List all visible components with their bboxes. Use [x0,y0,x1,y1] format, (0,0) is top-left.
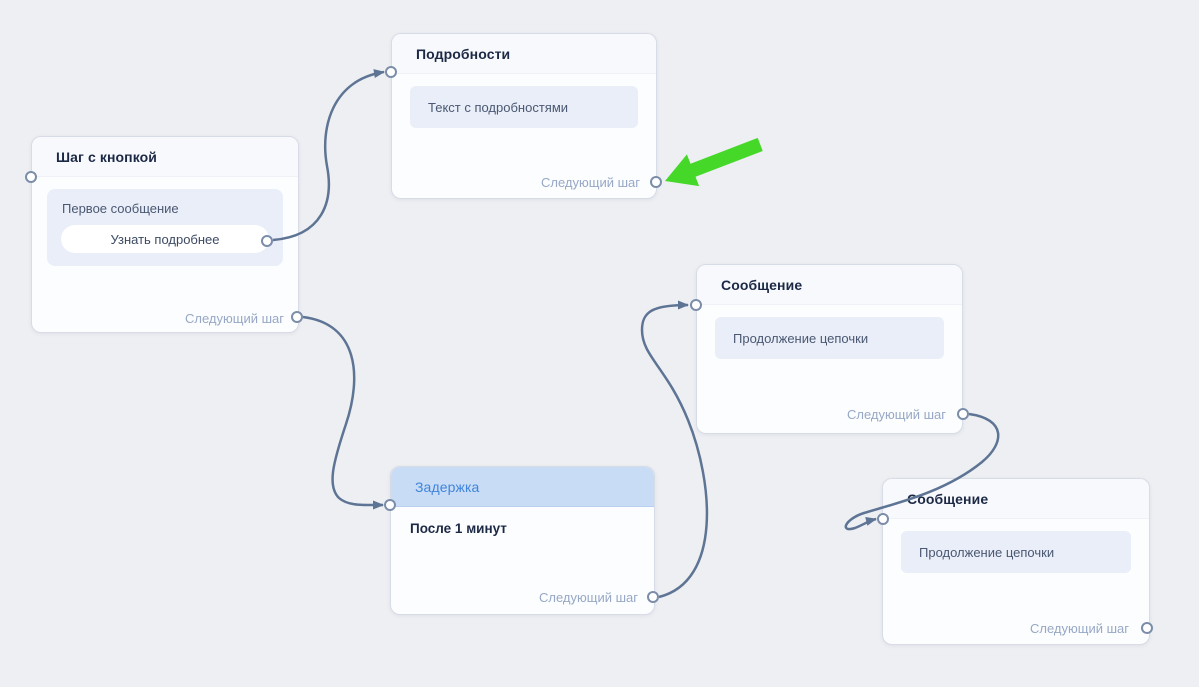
node-message-2[interactable]: Сообщение Продолжение цепочки Следующий … [882,478,1150,645]
next-step-label: Следующий шаг [539,590,638,605]
next-step-label: Следующий шаг [541,175,640,190]
first-message-group[interactable]: Первое сообщение Узнать подробнее [47,189,283,266]
first-message-label: Первое сообщение [62,201,179,216]
next-step-label: Следующий шаг [847,407,946,422]
node-message-1-header: Сообщение [697,265,962,305]
learn-more-button-label: Узнать подробнее [110,231,220,247]
node-delay-header: Задержка [391,467,654,507]
node-message-1[interactable]: Сообщение Продолжение цепочки Следующий … [696,264,963,434]
node-title: Сообщение [721,276,803,293]
message-2-text: Продолжение цепочки [919,544,1055,560]
green-annotation-arrow [665,137,763,187]
details-message-box[interactable]: Текст с подробностями [410,86,638,128]
port-next-step-with-button[interactable] [291,311,303,323]
delay-body-text: После 1 минут [410,521,507,536]
node-details[interactable]: Подробности Текст с подробностями Следую… [391,33,657,199]
node-message-2-header: Сообщение [883,479,1149,519]
next-step-label: Следующий шаг [185,311,284,326]
message-1-text: Продолжение цепочки [733,330,869,346]
node-title: Задержка [415,478,480,495]
node-title: Сообщение [907,490,989,507]
port-next-message-2[interactable] [1141,622,1153,634]
port-in-details[interactable] [385,66,397,78]
node-step-with-button-header: Шаг с кнопкой [32,137,298,177]
node-title: Шаг с кнопкой [56,148,158,165]
details-message-text: Текст с подробностями [428,99,569,115]
port-in-message-1[interactable] [690,299,702,311]
port-in-delay[interactable] [384,499,396,511]
message-1-box[interactable]: Продолжение цепочки [715,317,944,359]
node-details-header: Подробности [392,34,656,74]
port-next-delay[interactable] [647,591,659,603]
node-step-with-button[interactable]: Шаг с кнопкой Первое сообщение Узнать по… [31,136,299,333]
message-2-box[interactable]: Продолжение цепочки [901,531,1131,573]
port-in-step-with-button[interactable] [25,171,37,183]
port-button-learn-more[interactable] [261,235,273,247]
node-title: Подробности [416,45,511,62]
port-in-message-2[interactable] [877,513,889,525]
node-delay[interactable]: Задержка После 1 минут Следующий шаг [390,466,655,615]
port-next-details[interactable] [650,176,662,188]
next-step-label: Следующий шаг [1030,621,1129,636]
learn-more-button[interactable]: Узнать подробнее [61,225,269,253]
port-next-message-1[interactable] [957,408,969,420]
edge-step-to-delay [302,315,384,510]
